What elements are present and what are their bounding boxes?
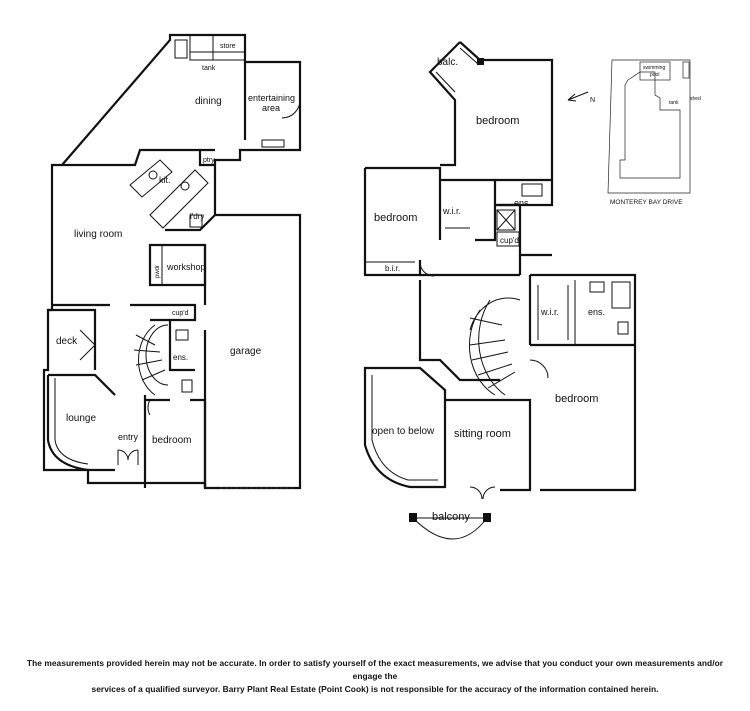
site-shed	[682, 61, 690, 79]
open-to-below-wall	[363, 366, 447, 489]
site-plan-inset	[607, 59, 691, 194]
site-house-outline	[619, 71, 681, 179]
label-bir: b.i.r.	[385, 264, 400, 273]
ensuite-right-bath	[611, 281, 631, 309]
label-upper-bedroom-right: bedroom	[555, 393, 598, 405]
disclaimer-line-1: The measurements provided herein may not…	[26, 658, 724, 681]
cupboard-rect	[496, 231, 520, 247]
ent-bench	[261, 139, 285, 148]
deck-wall	[48, 308, 97, 370]
label-tank: tank	[202, 65, 216, 72]
label-cupd-top: cup'd	[500, 236, 519, 245]
label-entertaining: entertaining	[248, 93, 295, 103]
upper-stairs	[469, 297, 521, 396]
label-wir-right: w.i.r.	[540, 307, 559, 317]
pantry-wall	[198, 150, 215, 167]
kitchen-island	[129, 159, 173, 198]
label-upper-bedroom-top: bedroom	[476, 115, 519, 127]
sitting-room-wall	[445, 398, 532, 492]
label-laundry: l'dry	[190, 212, 204, 221]
label-north: N	[590, 97, 595, 104]
label-balc: balc.	[437, 57, 458, 68]
label-open-to-below: open to below	[372, 426, 435, 437]
ent-door	[281, 99, 301, 119]
ensuite-top-shower-x	[496, 209, 516, 231]
balcony-top-rail	[435, 47, 479, 93]
ensuite-wall	[168, 320, 195, 372]
cooktop	[148, 170, 158, 180]
label-ens-top: ens.	[514, 198, 531, 208]
label-living-room: living room	[74, 229, 122, 240]
stair-void-wall	[418, 280, 500, 382]
north-arrow-icon	[567, 91, 589, 102]
living-kitchen-wall	[62, 148, 215, 167]
ensuite-right-basin	[589, 281, 605, 293]
kitchen-bench	[149, 169, 209, 229]
label-pantry: ptry	[203, 157, 215, 164]
hall-wall	[420, 255, 522, 277]
label-deck: deck	[56, 336, 78, 347]
label-ground-bedroom: bedroom	[152, 435, 191, 446]
upper-floor-plan	[363, 41, 637, 540]
label-pool-2: pool	[650, 72, 659, 78]
hall-door	[419, 261, 435, 277]
ensuite-top-shower	[496, 209, 516, 231]
label-sitting-room: sitting room	[454, 428, 511, 440]
deck-door	[79, 329, 96, 361]
upper-left-bedroom-wall	[363, 166, 442, 277]
label-pool-1: swimming	[643, 65, 665, 71]
site-pool	[639, 61, 671, 81]
upper-right-suite-wall	[528, 273, 637, 492]
sitting-room-door	[469, 486, 496, 500]
label-upper-bedroom-left: bedroom	[374, 212, 417, 224]
label-area: area	[262, 103, 280, 113]
open-to-below-inner	[371, 375, 438, 481]
balcony-post	[477, 58, 484, 65]
sink	[180, 181, 190, 191]
label-workshop: workshop	[166, 262, 206, 272]
lounge-bay-inner	[54, 378, 89, 465]
ensuite-top-vanity	[521, 183, 543, 197]
wir-top-wall	[440, 178, 497, 242]
label-cupboard: cup'd	[172, 310, 189, 317]
label-balcony-bottom: balcony	[432, 511, 470, 523]
laundry-trough	[189, 214, 203, 228]
store-cabinet	[174, 39, 188, 59]
balcony-post-right	[483, 513, 491, 522]
site-boundary	[607, 59, 691, 194]
upper-top-bedroom-wall	[428, 41, 554, 207]
bedroom-door	[147, 399, 151, 416]
label-site-tank: tank	[669, 100, 679, 106]
ground-floor-plan	[42, 33, 302, 490]
label-lounge: lounge	[66, 413, 96, 424]
lounge-curve-wall	[46, 373, 116, 472]
label-dining: dining	[195, 96, 222, 107]
label-site-shed: shed	[690, 96, 701, 102]
label-pwdr: pwdr	[155, 265, 161, 278]
label-garage: garage	[230, 346, 262, 357]
tank-store-partition	[189, 35, 245, 61]
ground-stairs	[133, 324, 169, 396]
ensuite-basin	[175, 329, 189, 341]
right-bedroom-door	[529, 359, 549, 379]
balcony-post-left	[409, 513, 417, 522]
cupboard-wall	[150, 303, 197, 322]
disclaimer: The measurements provided herein may not…	[18, 657, 732, 696]
label-wir-top: w.i.r.	[442, 206, 461, 216]
floor-plan: store tank dining entertaining area ptry…	[42, 33, 701, 540]
entry-door	[117, 449, 139, 465]
label-street: MONTEREY BAY DRIVE	[610, 199, 683, 206]
label-kitchen: kit.	[159, 175, 171, 185]
wir-right-divider	[537, 280, 576, 345]
balcony-bottom	[412, 517, 488, 540]
laundry-wall	[165, 214, 216, 232]
ensuite-right-wc	[617, 321, 629, 335]
label-ens-right: ens.	[588, 307, 605, 317]
label-entry: entry	[118, 432, 139, 442]
label-store: store	[220, 43, 236, 50]
disclaimer-line-2: services of a qualified surveyor. Barry …	[91, 684, 659, 694]
ensuite-wc	[181, 379, 193, 393]
label-ensuite: ens.	[173, 353, 188, 362]
